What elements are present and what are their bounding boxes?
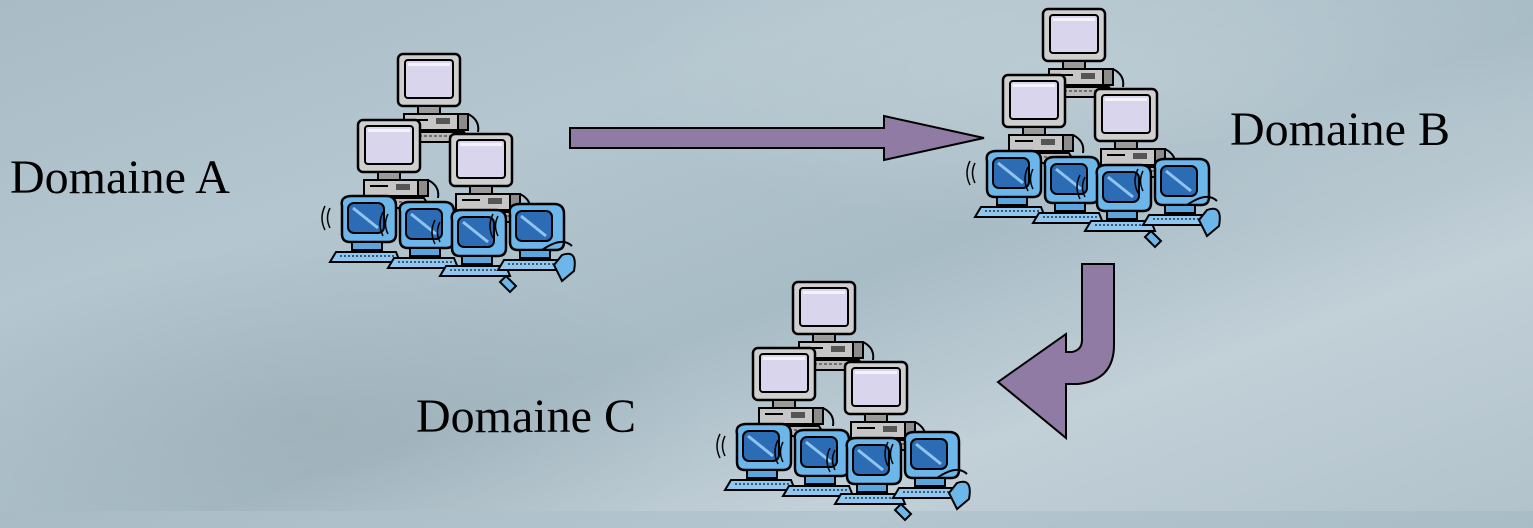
arrows-layer [569,114,1115,441]
curved-arrow-down-left-icon [996,263,1115,441]
domain-c-label: Domaine C [416,390,636,443]
domain-b-label: Domaine B [1230,103,1450,156]
domain-a-label: Domaine A [10,151,230,204]
arrow-right-icon [569,114,985,162]
